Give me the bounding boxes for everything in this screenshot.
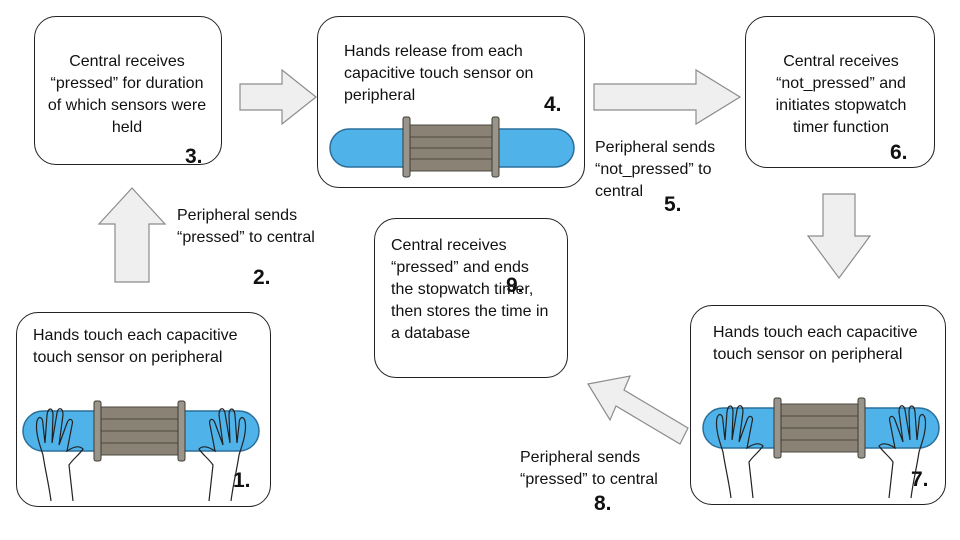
peripheral-device xyxy=(329,116,575,178)
arrow-right xyxy=(593,68,742,126)
step-6-box: Central receives “not_pressed” and initi… xyxy=(745,16,935,168)
step-7-box: Hands touch each capacitive touch sensor… xyxy=(690,305,946,505)
step-1-text: Hands touch each capacitive touch sensor… xyxy=(33,327,238,366)
step-4-number: 4. xyxy=(544,93,562,116)
left-hand-icon xyxy=(35,408,84,502)
step-1-box: Hands touch each capacitive touch sensor… xyxy=(16,312,271,507)
arrow-up xyxy=(97,187,167,283)
step-6-number: 6. xyxy=(890,141,908,164)
arrow-right xyxy=(239,68,317,126)
step-4-box: Hands release from each capacitive touch… xyxy=(317,16,585,188)
step-9-text: Central receives “pressed” and ends the … xyxy=(391,237,549,342)
step-3-box: Central receives “pressed” for duration … xyxy=(34,16,222,168)
peripheral-device-with-hands xyxy=(702,397,940,499)
step-4-text: Hands release from each capacitive touch… xyxy=(344,43,534,104)
right-hand-icon xyxy=(198,408,247,502)
step-1-number: 1. xyxy=(233,469,251,492)
peripheral-device-with-hands xyxy=(22,400,260,502)
step-9-box: Central receives “pressed” and ends the … xyxy=(374,218,568,378)
step-2-number: 2. xyxy=(253,266,271,289)
step-5-text: Peripheral sends “not_pressed” to centra… xyxy=(595,139,716,200)
arrow-up-left xyxy=(587,375,689,445)
step-3-text: Central receives “pressed” for duration … xyxy=(47,53,207,136)
right-hand-icon xyxy=(878,405,927,499)
step-5-number: 5. xyxy=(664,193,682,216)
step-9-number: 9. xyxy=(506,274,524,297)
step-2-text: Peripheral sends “pressed” to central xyxy=(177,207,315,246)
step-8-text: Peripheral sends “pressed” to central xyxy=(520,449,658,488)
step-6-text: Central receives “not_pressed” and initi… xyxy=(775,53,907,136)
arrow-down xyxy=(806,193,872,280)
step-8-number: 8. xyxy=(594,492,612,515)
left-hand-icon xyxy=(715,405,764,499)
step-3-number: 3. xyxy=(185,145,203,168)
step-7-text: Hands touch each capacitive touch sensor… xyxy=(713,324,918,363)
